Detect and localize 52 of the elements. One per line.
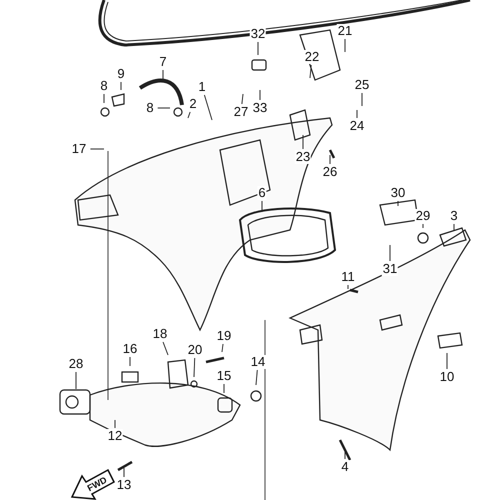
leader-line (188, 112, 191, 118)
callout-number: 8 (145, 101, 155, 115)
callout-number: 26 (322, 165, 338, 179)
leader-line (446, 352, 448, 370)
callout-number: 22 (304, 50, 320, 64)
callout-number: 21 (336, 24, 354, 38)
leader-line (162, 342, 168, 356)
callout-number: 6 (257, 186, 267, 200)
leader-line (356, 110, 358, 118)
callout-number: 10 (438, 370, 456, 384)
callout-number: 33 (252, 101, 268, 115)
callout-number: 20 (186, 343, 204, 357)
callout-number: 32 (250, 27, 266, 41)
callout-number: 12 (106, 429, 124, 443)
callout-number: 14 (250, 355, 266, 369)
leader-line (344, 452, 346, 460)
leader-line (310, 64, 312, 78)
callout-number: 15 (216, 369, 232, 383)
direction-label: FWD (84, 474, 110, 496)
callout-number: 27 (232, 105, 250, 119)
callout-number: 23 (294, 150, 312, 164)
leader-line (194, 358, 196, 378)
callout-number: 4 (340, 460, 350, 474)
callout-number: 13 (116, 478, 132, 492)
callout-number: 28 (68, 357, 84, 371)
callout-number: 2 (188, 97, 198, 111)
callout-number: 3 (449, 209, 459, 223)
callout-number: 16 (122, 342, 138, 356)
callout-number: 30 (390, 186, 406, 200)
callout-number: 8 (99, 79, 109, 93)
leader-line (222, 344, 224, 352)
callout-number: 1 (197, 80, 207, 94)
callout-number: 24 (348, 119, 366, 133)
callout-number: 19 (216, 329, 232, 343)
callout-number: 17 (70, 142, 88, 156)
leader-line (204, 94, 212, 120)
leader-line (302, 134, 304, 150)
leader-line (256, 370, 258, 386)
callout-number: 18 (152, 327, 168, 341)
callout-number: 29 (414, 209, 432, 223)
leader-line (90, 148, 104, 150)
callout-number: 31 (382, 262, 398, 276)
leader-line (120, 82, 122, 90)
callout-number: 7 (158, 55, 168, 69)
callout-number: 11 (340, 270, 356, 284)
callout-number: 25 (354, 78, 370, 92)
leader-line (344, 38, 346, 52)
leader-line (241, 94, 244, 104)
leader-line (162, 70, 164, 80)
leader-line (422, 224, 424, 228)
leader-line (114, 420, 116, 428)
callout-number: 9 (116, 67, 126, 81)
